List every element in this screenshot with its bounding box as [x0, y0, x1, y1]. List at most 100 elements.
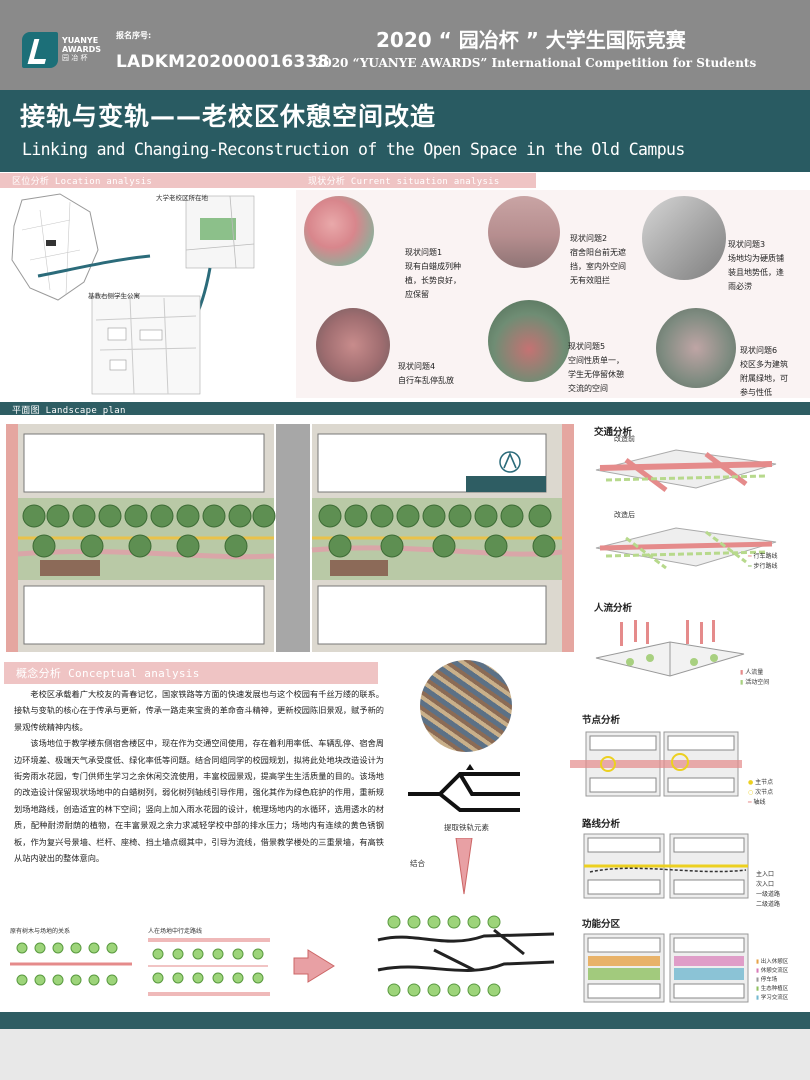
landscape-plan: [0, 420, 580, 656]
situation-photo-4: [316, 308, 390, 382]
plan-tree: [328, 534, 352, 558]
rail-element-diagram: [408, 764, 520, 812]
situation-line: 场地均为硬质铺: [728, 254, 784, 263]
plan-tree: [484, 534, 508, 558]
situation-title-5: 现状问题5: [568, 342, 606, 351]
node-legend-axis: ━ 轴线: [748, 799, 766, 806]
logo-text: YUANYE AWARDS 园 冶 杯: [62, 37, 101, 62]
route-legend-2: 次入口: [756, 881, 775, 888]
traffic-after-diagram: [595, 527, 777, 570]
location-label-campus: 大学老校区所在地: [156, 194, 208, 202]
node-diagram: [570, 731, 742, 797]
project-title-cn: 接轨与变轨——老校区休憩空间改造: [20, 102, 437, 131]
traffic-legend: ━ 行车路线 ━ 步行路线: [748, 552, 778, 572]
situation-title-3: 现状问题3: [728, 240, 766, 249]
situation-text-3: 现状问题3 场地均为硬质铺 装且地势低，逢 雨必涝: [728, 238, 784, 294]
route-diagram: [583, 833, 749, 899]
logo-line-3: 园 冶 杯: [62, 53, 88, 62]
situation-photo-2: [488, 196, 560, 268]
plan-tree: [448, 504, 472, 528]
registration-number: LADKM202000016338: [116, 52, 330, 72]
situation-line: 校区多为建筑: [740, 360, 788, 369]
legend-walk-text: 步行路线: [753, 563, 778, 570]
route-analysis-title: 路线分析: [582, 819, 621, 830]
func-legend-item-0: ▮ 出入休憩区: [756, 959, 789, 965]
title-band: [0, 90, 810, 172]
func-legend-item-3: ▮ 生态种植区: [756, 986, 789, 992]
plan-tree: [228, 504, 252, 528]
traffic-analysis-title: 交通分析: [594, 427, 633, 438]
func-legend-text: 停车场: [760, 977, 778, 983]
traffic-before-diagram: [595, 449, 777, 492]
situation-line: 无有效阻拦: [570, 276, 610, 285]
node-legend: ● 主节点 ○ 次节点 ━ 轴线: [748, 778, 773, 808]
situation-line: 交流的空间: [568, 384, 608, 393]
location-label-dorm: 基教右侧学生公寓: [88, 292, 140, 300]
plan-tree: [72, 504, 96, 528]
location-panel: 大学老校区所在地 基教右侧学生公寓: [0, 190, 296, 398]
plan-tree: [46, 504, 70, 528]
situation-title-4: 现状问题4: [398, 362, 436, 371]
section-location: 区位分析 Location analysis: [0, 173, 296, 188]
function-zone-diagram: [583, 933, 749, 1003]
crowd-legend-text-1: 人流量: [745, 669, 764, 676]
route-legend-3: 一级道路: [756, 891, 781, 898]
situation-text-5: 现状问题5 空间性质单一， 学生无停留休憩 交流的空间: [568, 340, 624, 396]
location-maps: [11, 193, 255, 395]
node-legend-text-2: 次节点: [755, 789, 774, 796]
concept-paragraph-2: 该场地位于教学楼东侧宿舍楼区中，现在作为交通空间使用，存在着利用率低、车辆乱停、…: [14, 738, 384, 864]
legend-car-route: ━ 行车路线: [748, 553, 778, 560]
header-bar: YUANYE AWARDS 园 冶 杯 报名序号: LADKM202000016…: [0, 0, 810, 90]
situation-line: 应保留: [405, 290, 429, 299]
plan-tree: [532, 534, 556, 558]
plan-tree: [422, 504, 446, 528]
situation-title-6: 现状问题6: [740, 346, 778, 355]
section-situation: 现状分析 Current situation analysis: [296, 173, 536, 188]
plan-tree: [128, 534, 152, 558]
route-legend-4: 二级道路: [756, 901, 781, 908]
situation-photo-3: [642, 196, 726, 280]
legend-walk-route: ━ 步行路线: [748, 563, 778, 570]
traffic-after-label: 改造后: [614, 511, 635, 519]
crowd-legend-activity: ▮ 活动空间: [740, 679, 770, 686]
plan-tree: [32, 534, 56, 558]
situation-line: 现有白蜡成列种: [405, 262, 461, 271]
situation-text-4: 现状问题4 自行车乱停乱放: [398, 360, 454, 388]
crowd-analysis-title: 人流分析: [594, 603, 633, 614]
situation-line: 自行车乱停乱放: [398, 376, 454, 385]
situation-text-1: 现状问题1 现有白蜡成列种 植，长势良好， 应保留: [405, 246, 461, 302]
plan-tree: [344, 504, 368, 528]
competition-logo: YUANYE AWARDS 园 冶 杯: [22, 28, 110, 72]
legend-car-text: 行车路线: [753, 553, 778, 560]
plan-tree: [224, 534, 248, 558]
route-legend-1: 主入口: [756, 871, 775, 878]
situation-photo-6: [656, 308, 736, 388]
competition-title-cn: 2020 “ 园冶杯 ” 大学生国际竞赛: [376, 28, 686, 52]
plan-tree: [500, 504, 524, 528]
situation-text-6: 现状问题6 校区多为建筑 附属绿地，可 参与性低: [740, 344, 808, 400]
combine-caption: 结合: [410, 859, 425, 868]
node-legend-sub: ○ 次节点: [748, 789, 774, 796]
situation-panel: [296, 190, 810, 398]
situation-photo-1: [304, 196, 374, 266]
plan-tree: [150, 504, 174, 528]
rail-photo: [420, 660, 512, 752]
situation-title-1: 现状问题1: [405, 248, 443, 257]
crowd-legend-text-2: 活动空间: [745, 679, 770, 686]
footer-bar: [0, 1012, 810, 1029]
plan-tree: [176, 504, 200, 528]
function-zone-title: 功能分区: [582, 919, 621, 930]
situation-line: 空间性质单一，: [568, 356, 624, 365]
plan-tree: [432, 534, 456, 558]
situation-text-2: 现状问题2 宿舍阳台前无遮 挡，室内外空间 无有效阻拦: [570, 232, 626, 288]
plan-tree: [370, 504, 394, 528]
node-legend-text-1: 主节点: [755, 779, 774, 786]
logo-line-1: YUANYE: [62, 36, 99, 46]
registration-label: 报名序号:: [116, 31, 152, 40]
plan-tree: [474, 504, 498, 528]
project-title-en: Linking and Changing-Reconstruction of t…: [22, 140, 685, 159]
section-plan: 平面图 Landscape plan: [12, 406, 126, 416]
func-legend-item-2: ▮ 停车场: [756, 977, 778, 983]
situation-line: 参与性低: [740, 388, 772, 397]
traffic-before-label: 改造前: [614, 435, 635, 443]
